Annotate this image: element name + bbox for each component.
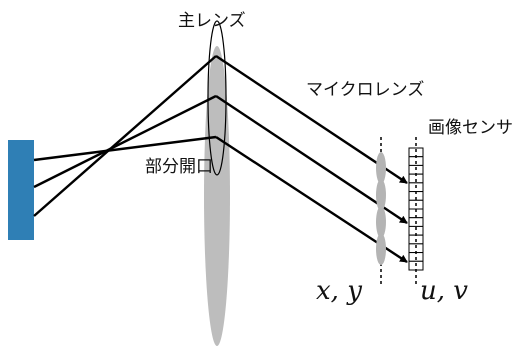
- refracted-rays: [215, 55, 408, 264]
- sub-aperture-label: 部分開口: [145, 157, 213, 177]
- image-sensor-label: 画像センサ: [428, 118, 513, 138]
- object-bar: [8, 140, 34, 240]
- ray-object-middle: [33, 94, 217, 189]
- microlens-array: [376, 152, 386, 265]
- ray-object-top: [33, 55, 217, 217]
- ray-sensor-bottom: [215, 135, 408, 264]
- microlens-1: [376, 152, 386, 184]
- object-rays: [33, 55, 217, 217]
- xy-label: x, y: [316, 276, 362, 306]
- ray-sensor-top: [215, 55, 408, 184]
- microlens-label: マイクロレンズ: [306, 80, 425, 100]
- main-lens: [204, 46, 230, 346]
- microlens-3: [376, 206, 386, 238]
- main-lens-label: 主レンズ: [178, 11, 246, 31]
- sub-aperture: [207, 20, 227, 176]
- ray-object-bottom: [33, 135, 217, 162]
- uv-label: u, v: [420, 276, 468, 306]
- microlens-2: [376, 179, 386, 211]
- ray-sensor-middle: [215, 95, 408, 224]
- microlens-4: [376, 233, 386, 265]
